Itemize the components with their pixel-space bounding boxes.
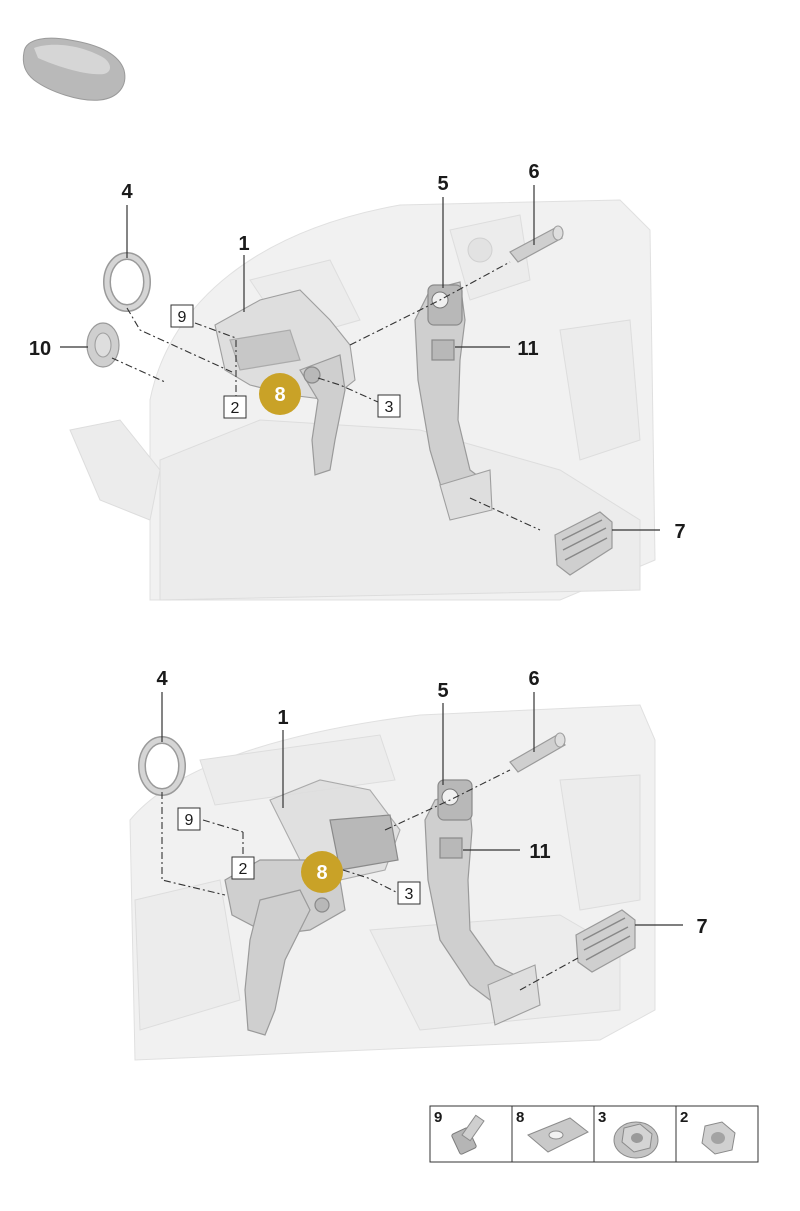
upper-assembly-lines <box>111 261 541 531</box>
lower-callout-5: 5 <box>437 680 448 702</box>
lower-leader-lines <box>161 692 683 926</box>
part-6-pin-upper <box>509 225 564 263</box>
lower-callout-4: 4 <box>156 668 168 690</box>
lower-boxed-label-3: 3 <box>397 881 421 905</box>
bolt-icon <box>451 1114 485 1155</box>
svg-text:8: 8 <box>516 1109 524 1126</box>
upper-boxed-label-9: 9 <box>170 304 194 328</box>
part-5-pedal-arm-lower <box>424 779 541 1026</box>
highlight-circle <box>301 851 343 893</box>
upper-callout-6: 6 <box>528 161 539 183</box>
svg-text:2: 2 <box>680 1109 688 1126</box>
part-10-grommet <box>86 322 120 368</box>
legend-cell-8[interactable]: 8 <box>516 1109 589 1153</box>
legend-cell-2[interactable]: 2 <box>680 1109 736 1155</box>
lower-highlight-callout-8[interactable]: 8 <box>301 851 343 893</box>
lower-view: 1 4 5 6 7 11 9 2 3 8 <box>129 668 708 1061</box>
svg-text:3: 3 <box>598 1109 606 1126</box>
part-1-bracket-upper <box>214 289 356 476</box>
svg-text:2: 2 <box>239 861 248 878</box>
legend-cell-3[interactable]: 3 <box>598 1109 659 1159</box>
part-7-pedal-pad-lower <box>575 909 636 973</box>
upper-highlight-callout-8[interactable]: 8 <box>259 373 301 415</box>
upper-view: 1 4 5 6 7 10 11 9 2 3 8 <box>29 161 686 601</box>
upper-boxed-label-3: 3 <box>377 394 401 418</box>
highlight-circle <box>259 373 301 415</box>
part-6-pin-lower <box>509 732 566 773</box>
part-4-ring-lower <box>138 736 186 796</box>
car-silhouette-icon <box>22 37 126 101</box>
upper-callout-4: 4 <box>121 181 133 203</box>
svg-text:8: 8 <box>274 384 285 406</box>
clip-nut-icon <box>527 1117 589 1153</box>
upper-callout-1: 1 <box>238 233 249 255</box>
part-4-ring <box>103 252 151 312</box>
hex-nut-icon <box>701 1121 736 1155</box>
lower-callout-1: 1 <box>277 707 288 729</box>
lower-boxed-label-9: 9 <box>177 807 201 831</box>
upper-leader-lines <box>60 185 660 531</box>
svg-text:2: 2 <box>231 400 240 417</box>
lower-callout-6: 6 <box>528 668 539 690</box>
svg-text:8: 8 <box>316 862 327 884</box>
upper-callout-5: 5 <box>437 173 448 195</box>
part-7-pedal-pad-upper <box>554 511 613 576</box>
upper-boxed-label-2: 2 <box>223 395 247 419</box>
lower-callout-7: 7 <box>696 916 707 938</box>
upper-callout-10: 10 <box>29 338 51 360</box>
svg-text:9: 9 <box>178 309 187 326</box>
upper-callout-7: 7 <box>674 521 685 543</box>
legend-cell-9[interactable]: 9 <box>434 1109 485 1155</box>
lower-assembly-lines <box>161 769 579 991</box>
flange-nut-icon <box>613 1121 659 1159</box>
upper-callout-11: 11 <box>517 338 538 360</box>
parts-legend: 9 8 3 2 <box>429 1105 759 1163</box>
svg-text:3: 3 <box>385 399 394 416</box>
svg-text:3: 3 <box>405 886 414 903</box>
svg-text:9: 9 <box>185 812 194 829</box>
lower-boxed-label-2: 2 <box>231 856 255 880</box>
lower-callout-11: 11 <box>529 841 550 863</box>
svg-text:9: 9 <box>434 1109 442 1126</box>
lower-background-structure <box>129 704 656 1061</box>
